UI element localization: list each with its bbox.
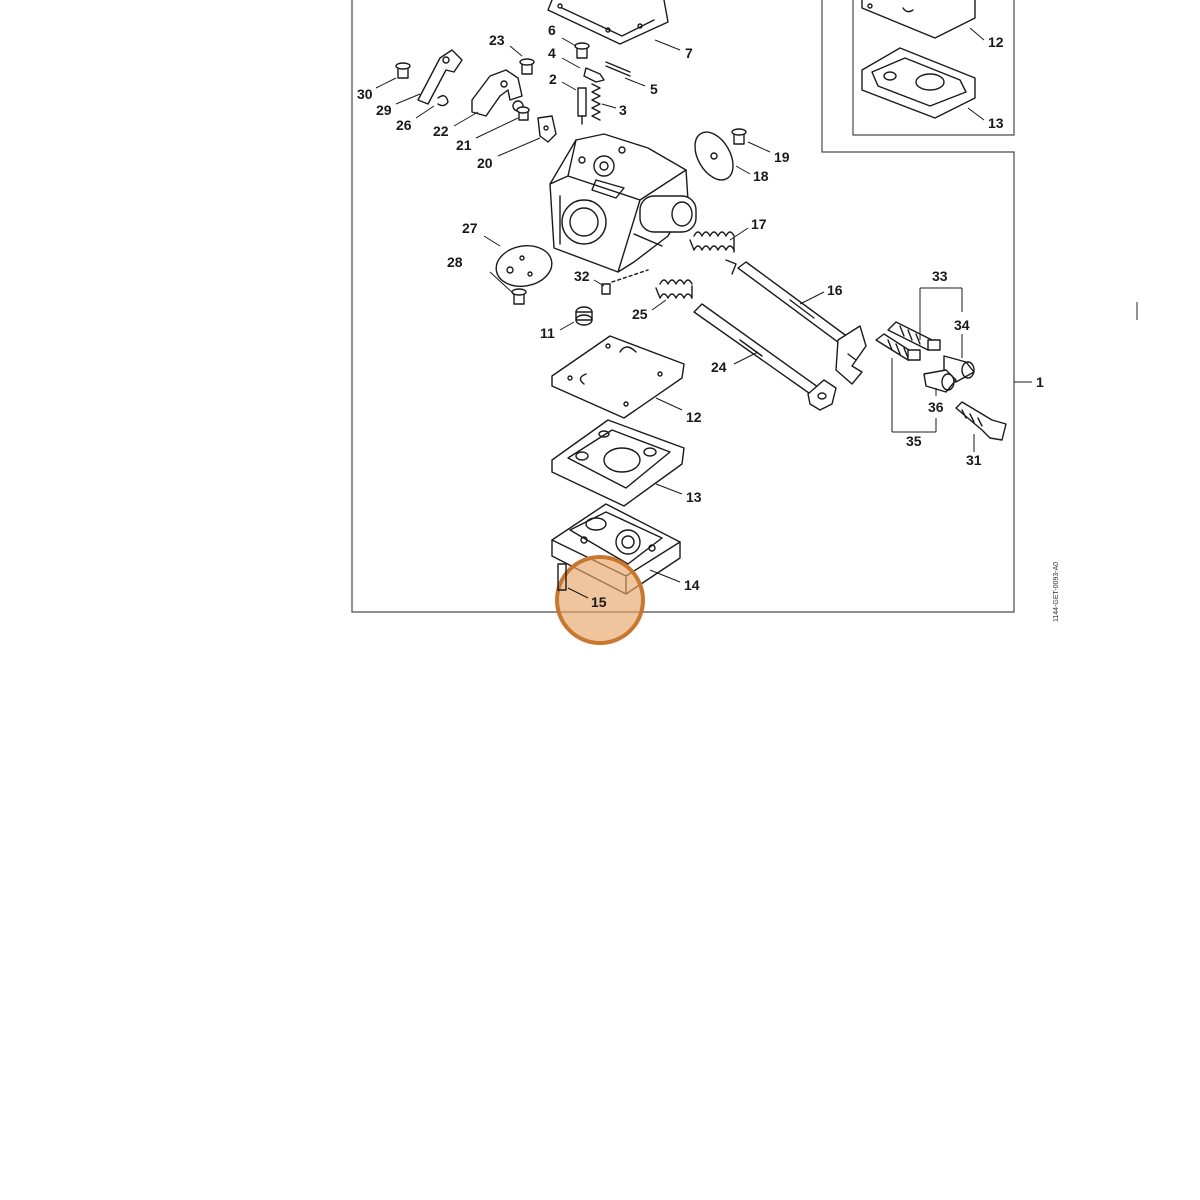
label-25[interactable]: 25 [632,306,648,322]
label-30[interactable]: 30 [357,86,373,102]
label-17[interactable]: 17 [751,216,767,232]
carburetor-body [549,133,697,283]
label-35[interactable]: 35 [906,433,922,449]
label-34[interactable]: 34 [954,317,970,333]
label-11[interactable]: 11 [540,325,555,341]
label-36[interactable]: 36 [928,399,944,415]
label-18[interactable]: 18 [753,168,769,184]
label-2[interactable]: 2 [549,71,557,87]
levers-top-left: 30 29 26 22 21 20 [357,49,557,171]
label-20[interactable]: 20 [477,155,493,171]
label-27[interactable]: 27 [462,220,478,236]
part-7-gasket: 7 [547,0,693,61]
drawing-code: 1144-GET-0093-A0 [1053,562,1060,622]
label-13[interactable]: 13 [686,489,702,505]
label-3[interactable]: 3 [619,102,627,118]
part-15-highlight[interactable]: 15 [555,555,645,645]
label-4[interactable]: 4 [548,45,556,61]
label-33[interactable]: 33 [932,268,948,284]
parts-left-middle: 27 28 32 11 [447,220,611,341]
label-5[interactable]: 5 [650,81,658,97]
parts-18-19: 19 18 [694,128,790,184]
label-6[interactable]: 6 [548,22,556,38]
label-31[interactable]: 31 [966,452,982,468]
parts-right-needles: 33 34 36 35 31 1 [875,268,1044,468]
label-16[interactable]: 16 [827,282,843,298]
spring-17-shaft-16: 17 16 [689,216,867,385]
label-24[interactable]: 24 [711,359,727,375]
label-7[interactable]: 7 [685,45,693,61]
label-13-inset[interactable]: 13 [988,115,1004,131]
label-15[interactable]: 15 [591,594,607,610]
label-29[interactable]: 29 [376,102,392,118]
diagram-frame [351,0,1138,613]
label-32[interactable]: 32 [574,268,590,284]
label-12-inset[interactable]: 12 [988,34,1004,50]
part-12-gasket: 12 [551,335,702,425]
small-parts-top: 6 4 5 2 3 23 [489,22,658,125]
label-23[interactable]: 23 [489,32,505,48]
inset-parts: 12 13 [861,0,1004,131]
spring-25-shaft-24: 25 24 [632,279,837,411]
label-1[interactable]: 1 [1036,374,1044,390]
part-13-gasket: 13 [551,419,702,507]
label-26[interactable]: 26 [396,117,412,133]
label-28[interactable]: 28 [447,254,463,270]
label-22[interactable]: 22 [433,123,449,139]
label-14[interactable]: 14 [684,577,700,593]
label-12[interactable]: 12 [686,409,702,425]
highlight-circle[interactable] [555,555,645,645]
label-21[interactable]: 21 [456,137,472,153]
label-19[interactable]: 19 [774,149,790,165]
